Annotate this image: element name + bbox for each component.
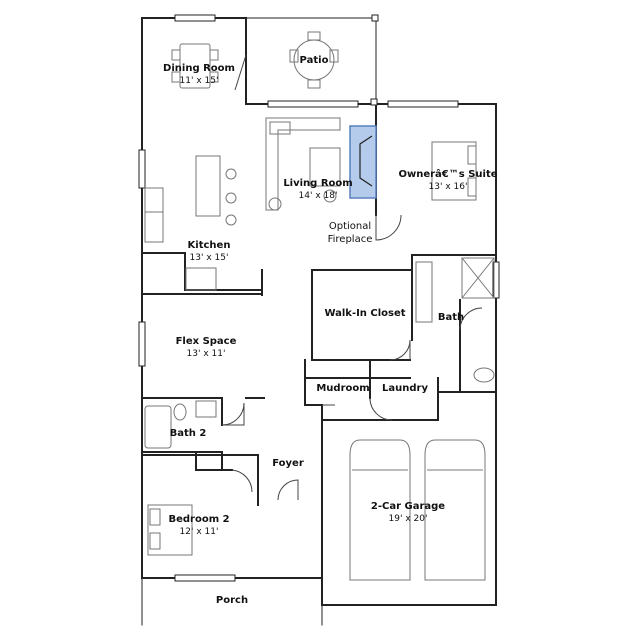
- toilet-icon: [473, 367, 495, 383]
- garage-label: 2-Car Garage 19' x 20': [371, 500, 445, 526]
- room-name: Bedroom 2: [168, 514, 230, 525]
- room-name: Patio: [299, 55, 329, 66]
- kitchen-fixtures: [144, 155, 237, 291]
- car-icon: [349, 439, 486, 581]
- room-name: Laundry: [382, 383, 428, 394]
- room-name: Kitchen: [187, 240, 231, 251]
- interior-walls: [141, 103, 497, 506]
- room-name: Living Room: [283, 178, 353, 189]
- room-name: Foyer: [272, 458, 304, 469]
- tub-icon: [144, 405, 172, 449]
- porch-label: Porch: [216, 594, 248, 607]
- room-name: Bath 2: [169, 428, 207, 439]
- window-icon: [138, 14, 500, 582]
- bath-fixtures: [144, 257, 495, 449]
- sink-icon: [415, 261, 433, 323]
- fireplace-icon: [349, 125, 377, 199]
- room-dims: 13' x 11': [186, 349, 226, 359]
- table-icon: [171, 31, 339, 89]
- fireplace-line-1: Optional: [328, 221, 372, 232]
- patio-label: Patio: [300, 54, 329, 67]
- door-swing-icon: [221, 54, 483, 501]
- dining-room-label: Dining Room 11' x 15': [163, 62, 235, 88]
- mudroom-label: Mudroom: [316, 382, 369, 395]
- fireplace-label: Optional Fireplace: [328, 220, 373, 246]
- room-name: Flex Space: [175, 336, 237, 347]
- laundry-label: Laundry: [382, 382, 428, 395]
- sink-icon: [195, 400, 217, 418]
- living-room-label: Living Room 14' x 18': [283, 177, 352, 203]
- room-dims: 19' x 20': [388, 514, 428, 524]
- toilet-icon: [173, 403, 187, 421]
- room-name: Walk-In Closet: [324, 308, 406, 319]
- flex-space-label: Flex Space 13' x 11': [176, 335, 237, 361]
- room-dims: 12' x 11': [179, 527, 219, 537]
- bed-icon: [147, 141, 477, 556]
- bedroom-2-label: Bedroom 2 12' x 11': [168, 513, 229, 539]
- owners-suite-label: Ownerâ€™s Suite 13' x 16': [398, 168, 497, 194]
- room-dims: 13' x 15': [189, 253, 229, 263]
- foyer-label: Foyer: [272, 457, 304, 470]
- fireplace-line-2: Fireplace: [327, 234, 373, 245]
- kitchen-label: Kitchen 13' x 15': [188, 239, 231, 265]
- sofa-icon: [265, 117, 341, 211]
- room-name: Porch: [215, 595, 249, 606]
- room-name: Ownerâ€™s Suite: [398, 169, 498, 180]
- room-name: Dining Room: [163, 63, 235, 74]
- shower-icon: [461, 257, 495, 299]
- room-name: 2-Car Garage: [370, 501, 446, 512]
- room-dims: 13' x 16': [428, 182, 468, 192]
- bath-2-label: Bath 2: [170, 427, 207, 440]
- walk-in-closet-label: Walk-In Closet: [324, 307, 405, 320]
- room-dims: 11' x 15': [179, 76, 219, 86]
- room-name: Mudroom: [316, 383, 370, 394]
- room-name: Bath: [437, 312, 465, 323]
- bath-label: Bath: [438, 311, 464, 324]
- room-dims: 14' x 18': [298, 191, 338, 201]
